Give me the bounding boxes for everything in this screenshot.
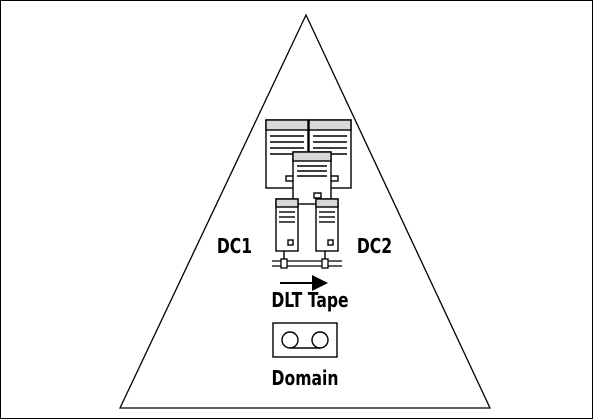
dc2-server-icon [315,198,339,263]
network-bus [272,258,342,269]
dc2-label: DC2 [356,234,393,258]
dc1-label: DC1 [216,234,253,258]
domain-label: Domain [271,366,339,390]
domain-triangle [118,13,492,409]
server-front-icon [292,151,332,205]
arrow-icon [280,275,328,291]
tape-cartridge-icon [272,322,338,358]
server-cluster-icon [265,119,352,205]
dlt-tape-label: DLT Tape [271,288,349,312]
dc1-server-icon [275,198,299,263]
